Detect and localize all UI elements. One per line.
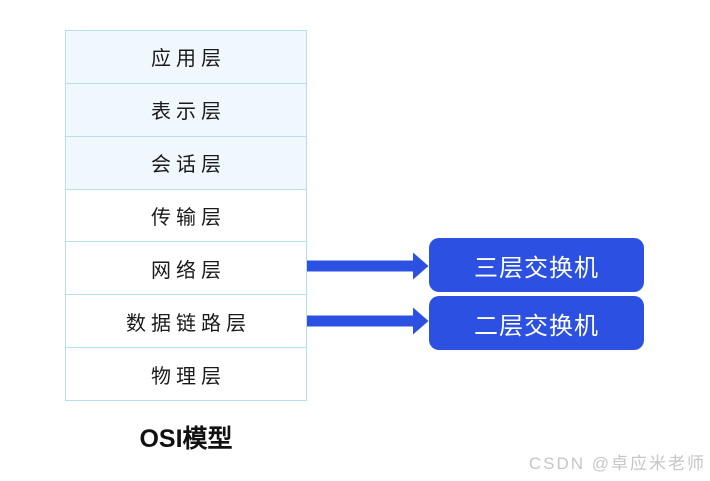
osi-layer-stack: 应用层 表示层 会话层 传输层 网络层 数据链路层 物理层 [65,30,307,401]
watermark: CSDN @卓应米老师 [528,454,706,473]
layer-row-network: 网络层 [66,242,306,296]
arrow-right-icon [307,252,429,280]
arrow-right-icon [307,307,429,335]
layer-row-physical: 物理层 [66,348,306,401]
layer-row-presentation: 表示层 [66,83,306,137]
layer2-switch-box: 二层交换机 [429,296,644,350]
diagram-title: OSI模型 [139,425,233,453]
layer-row-session: 会话层 [66,136,306,190]
layer-row-datalink: 数据链路层 [66,295,306,349]
layer-row-application: 应用层 [66,31,306,84]
layer3-switch-box: 三层交换机 [429,238,644,292]
layer-row-transport: 传输层 [66,189,306,243]
